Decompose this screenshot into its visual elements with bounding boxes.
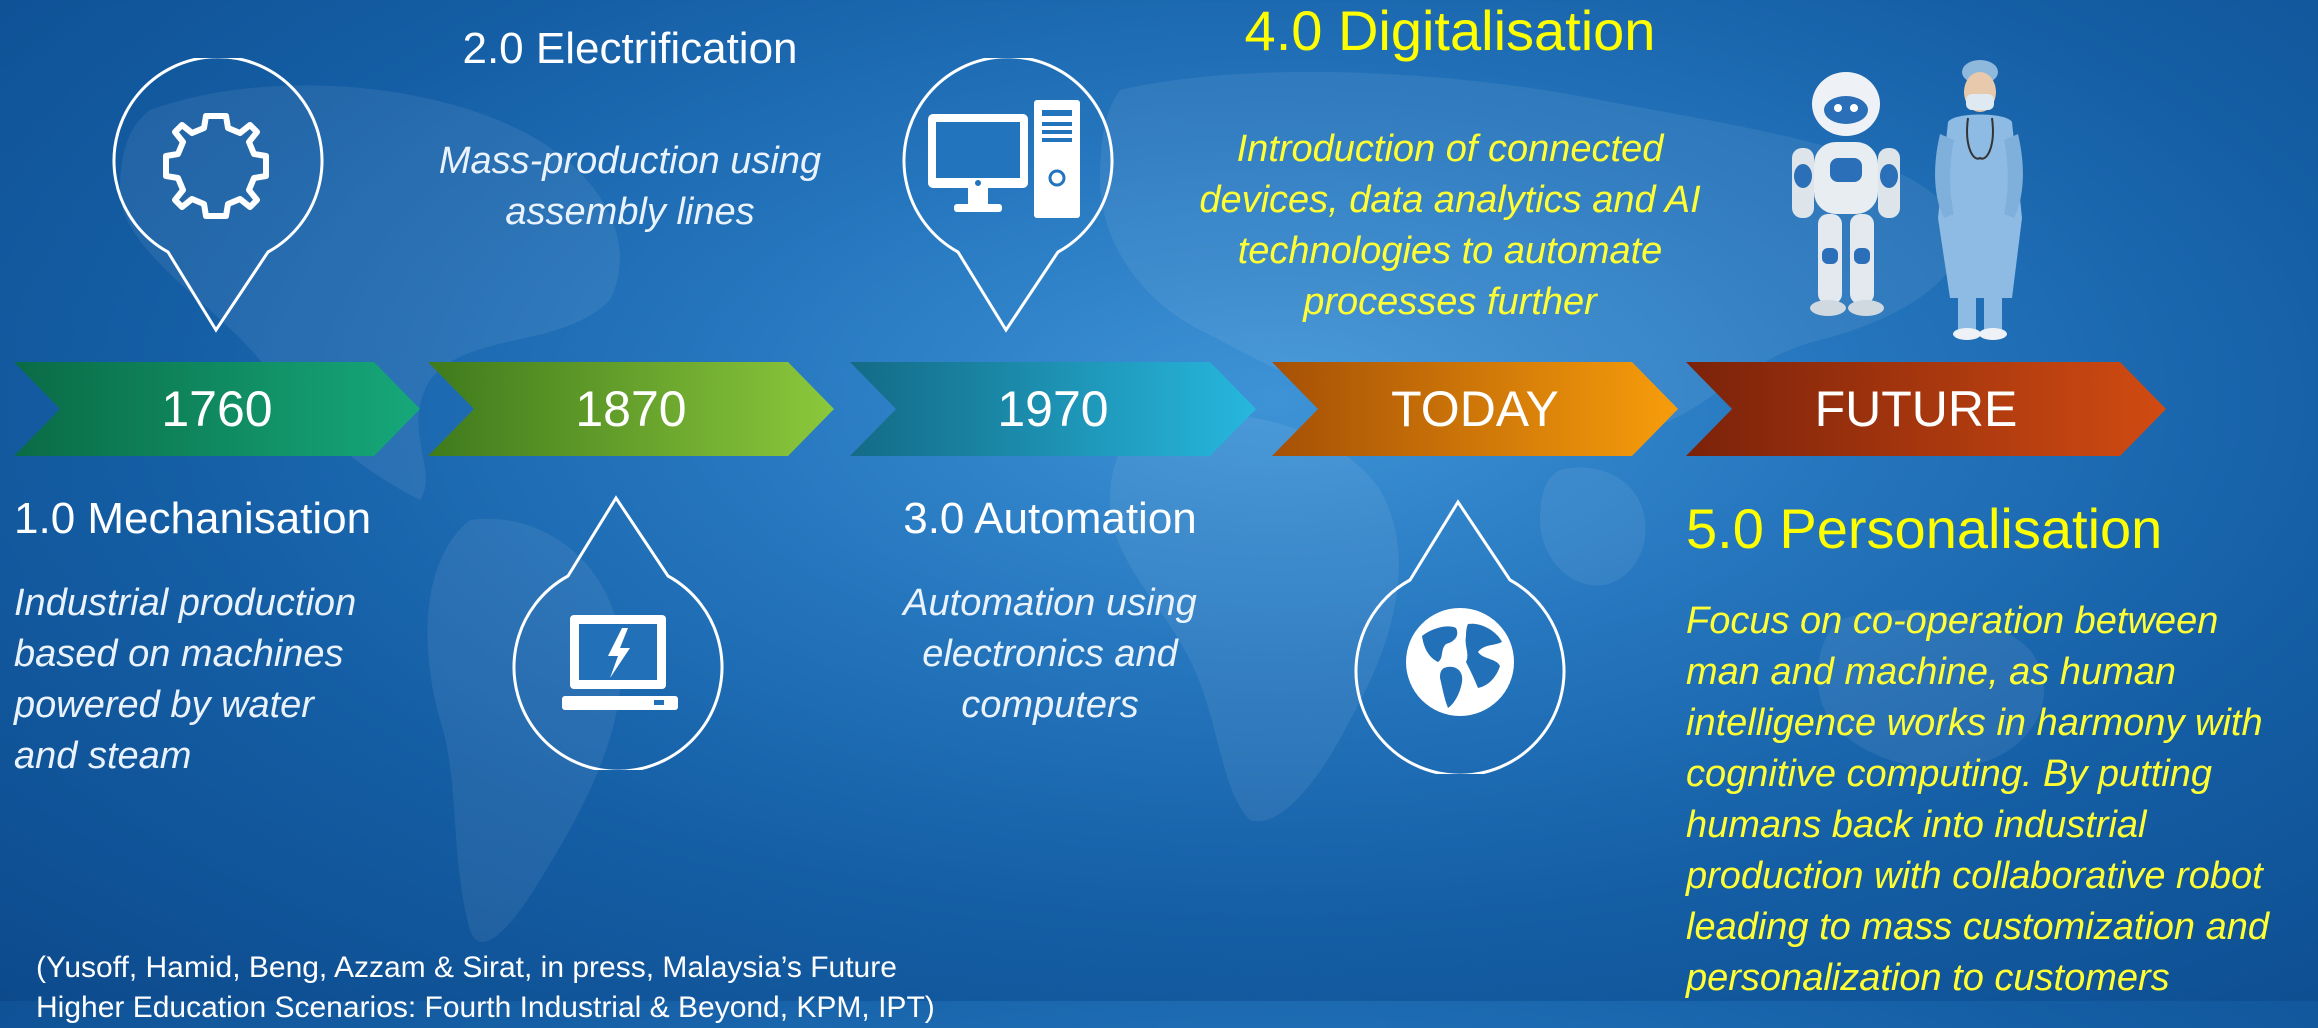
digitalisation-title: 4.0 Digitalisation xyxy=(1244,0,1656,62)
description-line: leading to mass customization and xyxy=(1686,906,2269,948)
description-line: processes further xyxy=(1303,281,1597,323)
desktop-computer-icon xyxy=(928,100,1080,218)
timeline-arrow-1870: 1870 xyxy=(428,362,834,456)
timeline-label: 1760 xyxy=(161,381,273,437)
mechanisation-title: 1.0 Mechanisation xyxy=(14,494,372,543)
personalisation-title: 5.0 Personalisation xyxy=(1686,497,2163,560)
citation-line: (Yusoff, Hamid, Beng, Azzam & Sirat, in … xyxy=(36,951,897,984)
description-line: computers xyxy=(961,684,1139,726)
gear-icon xyxy=(163,113,269,219)
world-map-background xyxy=(0,0,2318,1001)
description-line: production with collaborative robot xyxy=(1686,855,2263,897)
speech-bubble xyxy=(902,58,1114,333)
description-line: Introduction of connected xyxy=(1236,128,1664,170)
timeline-label: FUTURE xyxy=(1814,381,2018,437)
description-line: Focus on co-operation between xyxy=(1686,600,2219,642)
speech-bubble xyxy=(112,58,324,333)
personalisation-description: Focus on co-operation between man and ma… xyxy=(1686,596,2306,1004)
globe-icon xyxy=(1406,608,1514,716)
description-line: Mass-production using xyxy=(438,140,822,182)
description-line: man and machine, as human xyxy=(1686,651,2177,693)
speech-bubble xyxy=(1354,499,1566,774)
description-line: based on machines xyxy=(14,633,344,675)
timeline-label: TODAY xyxy=(1391,381,1559,437)
mechanisation-description: Industrial production based on machines … xyxy=(14,578,434,782)
description-line: Industrial production xyxy=(14,582,357,624)
speech-bubble xyxy=(512,495,724,770)
automation-title: 3.0 Automation xyxy=(903,494,1197,543)
description-line: intelligence works in harmony with xyxy=(1686,702,2263,744)
citation: (Yusoff, Hamid, Beng, Azzam & Sirat, in … xyxy=(36,948,935,1028)
timeline-arrow-1760: 1760 xyxy=(14,362,420,456)
robot-and-surgeon-image xyxy=(1792,60,2023,340)
description-line: electronics and xyxy=(922,633,1178,675)
automation-description: Automation using electronics and compute… xyxy=(830,578,1270,731)
description-line: humans back into industrial xyxy=(1686,804,2147,846)
electrification-title: 2.0 Electrification xyxy=(462,24,798,73)
description-line: assembly lines xyxy=(505,191,755,233)
description-line: technologies to automate xyxy=(1237,230,1663,272)
description-line: powered by water xyxy=(14,684,314,726)
description-line: cognitive computing. By putting xyxy=(1686,753,2212,795)
timeline-label: 1870 xyxy=(575,381,687,437)
description-line: Automation using xyxy=(903,582,1197,624)
timeline-arrow-1970: 1970 xyxy=(850,362,1256,456)
description-line: and steam xyxy=(14,735,192,777)
digitalisation-description: Introduction of connected devices, data … xyxy=(1160,124,1740,328)
timeline-arrow-future: FUTURE xyxy=(1686,362,2166,456)
electrification-description: Mass-production using assembly lines xyxy=(400,136,860,238)
citation-line: Higher Education Scenarios: Fourth Indus… xyxy=(36,991,935,1024)
description-line: devices, data analytics and AI xyxy=(1199,179,1701,221)
timeline-arrow-today: TODAY xyxy=(1272,362,1678,456)
laptop-lightning-icon xyxy=(562,615,678,710)
timeline-label: 1970 xyxy=(997,381,1109,437)
description-line: personalization to customers xyxy=(1686,957,2170,999)
